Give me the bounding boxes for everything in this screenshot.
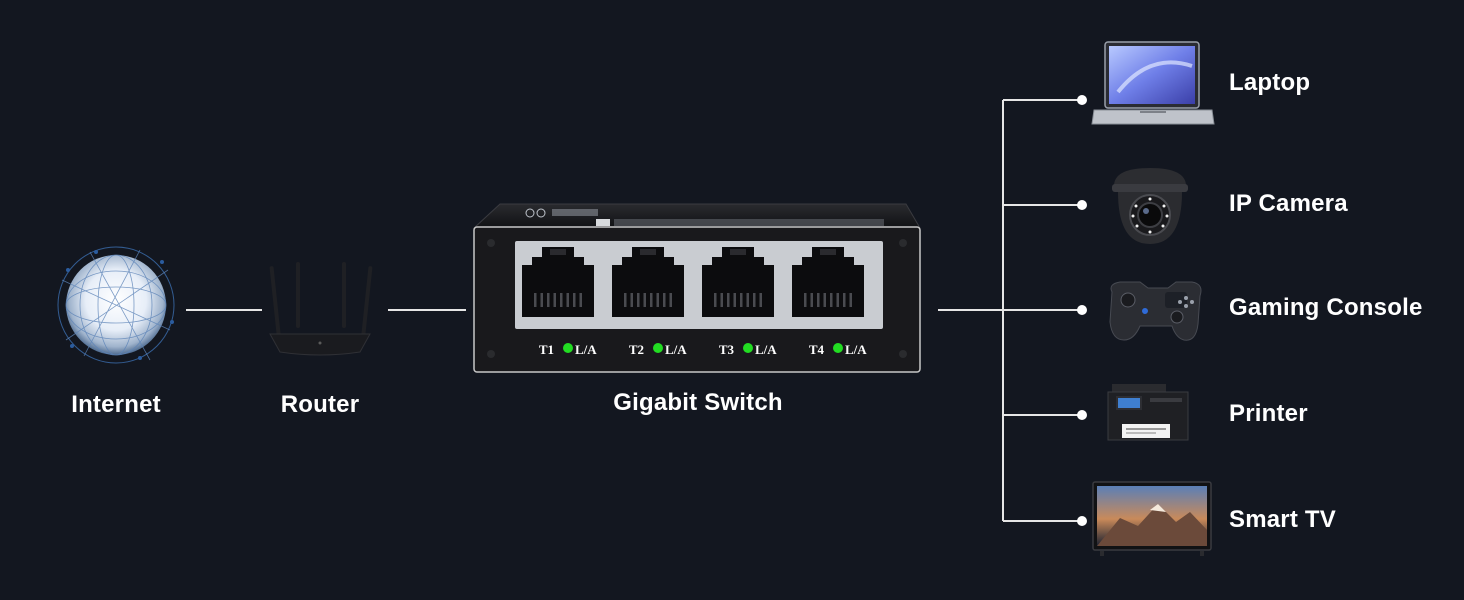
printer-icon bbox=[1107, 384, 1189, 441]
device-label-printer: Printer bbox=[1229, 400, 1308, 427]
laptop-icon bbox=[1091, 41, 1215, 125]
gamepad-icon bbox=[1109, 281, 1202, 341]
led-label: L/A bbox=[845, 342, 867, 357]
port-label-t4: T4 bbox=[809, 342, 825, 357]
dot-printer bbox=[1077, 410, 1087, 420]
device-label-gaming-console: Gaming Console bbox=[1229, 294, 1423, 321]
ethernet-port-t4: T4 L/A bbox=[792, 247, 867, 357]
brand-logo bbox=[525, 208, 598, 218]
led-label: L/A bbox=[665, 342, 687, 357]
ethernet-port-t3: T3 L/A bbox=[702, 247, 777, 357]
internet-label: Internet bbox=[71, 391, 161, 418]
connection-lines bbox=[186, 99, 1082, 522]
dot-smart-tv bbox=[1077, 516, 1087, 526]
router-icon bbox=[269, 262, 373, 356]
led-label: L/A bbox=[755, 342, 777, 357]
switch-label: Gigabit Switch bbox=[613, 389, 783, 416]
smart-tv-icon bbox=[1092, 481, 1212, 556]
device-label-ip-camera: IP Camera bbox=[1229, 190, 1348, 217]
ethernet-port-t2: T2 L/A bbox=[612, 247, 687, 357]
switch-ports: T1 L/A T2 L/A T3 L/A T4 L/A bbox=[522, 247, 867, 357]
device-label-smart-tv: Smart TV bbox=[1229, 506, 1336, 533]
port-label-t3: T3 bbox=[719, 342, 735, 357]
led-label: L/A bbox=[575, 342, 597, 357]
dot-ip-camera bbox=[1077, 200, 1087, 210]
link-activity-led bbox=[743, 343, 753, 353]
connection-dots bbox=[1077, 95, 1087, 526]
dot-laptop bbox=[1077, 95, 1087, 105]
dot-gaming-console bbox=[1077, 305, 1087, 315]
port-label-t2: T2 bbox=[629, 342, 644, 357]
link-activity-led bbox=[563, 343, 573, 353]
ethernet-port-t1: T1 L/A bbox=[522, 247, 597, 357]
router-label: Router bbox=[280, 391, 360, 418]
link-activity-led bbox=[833, 343, 843, 353]
device-label-laptop: Laptop bbox=[1229, 69, 1311, 96]
link-activity-led bbox=[653, 343, 663, 353]
ip-camera-icon bbox=[1112, 168, 1188, 244]
port-label-t1: T1 bbox=[539, 342, 554, 357]
globe-icon bbox=[57, 246, 175, 364]
